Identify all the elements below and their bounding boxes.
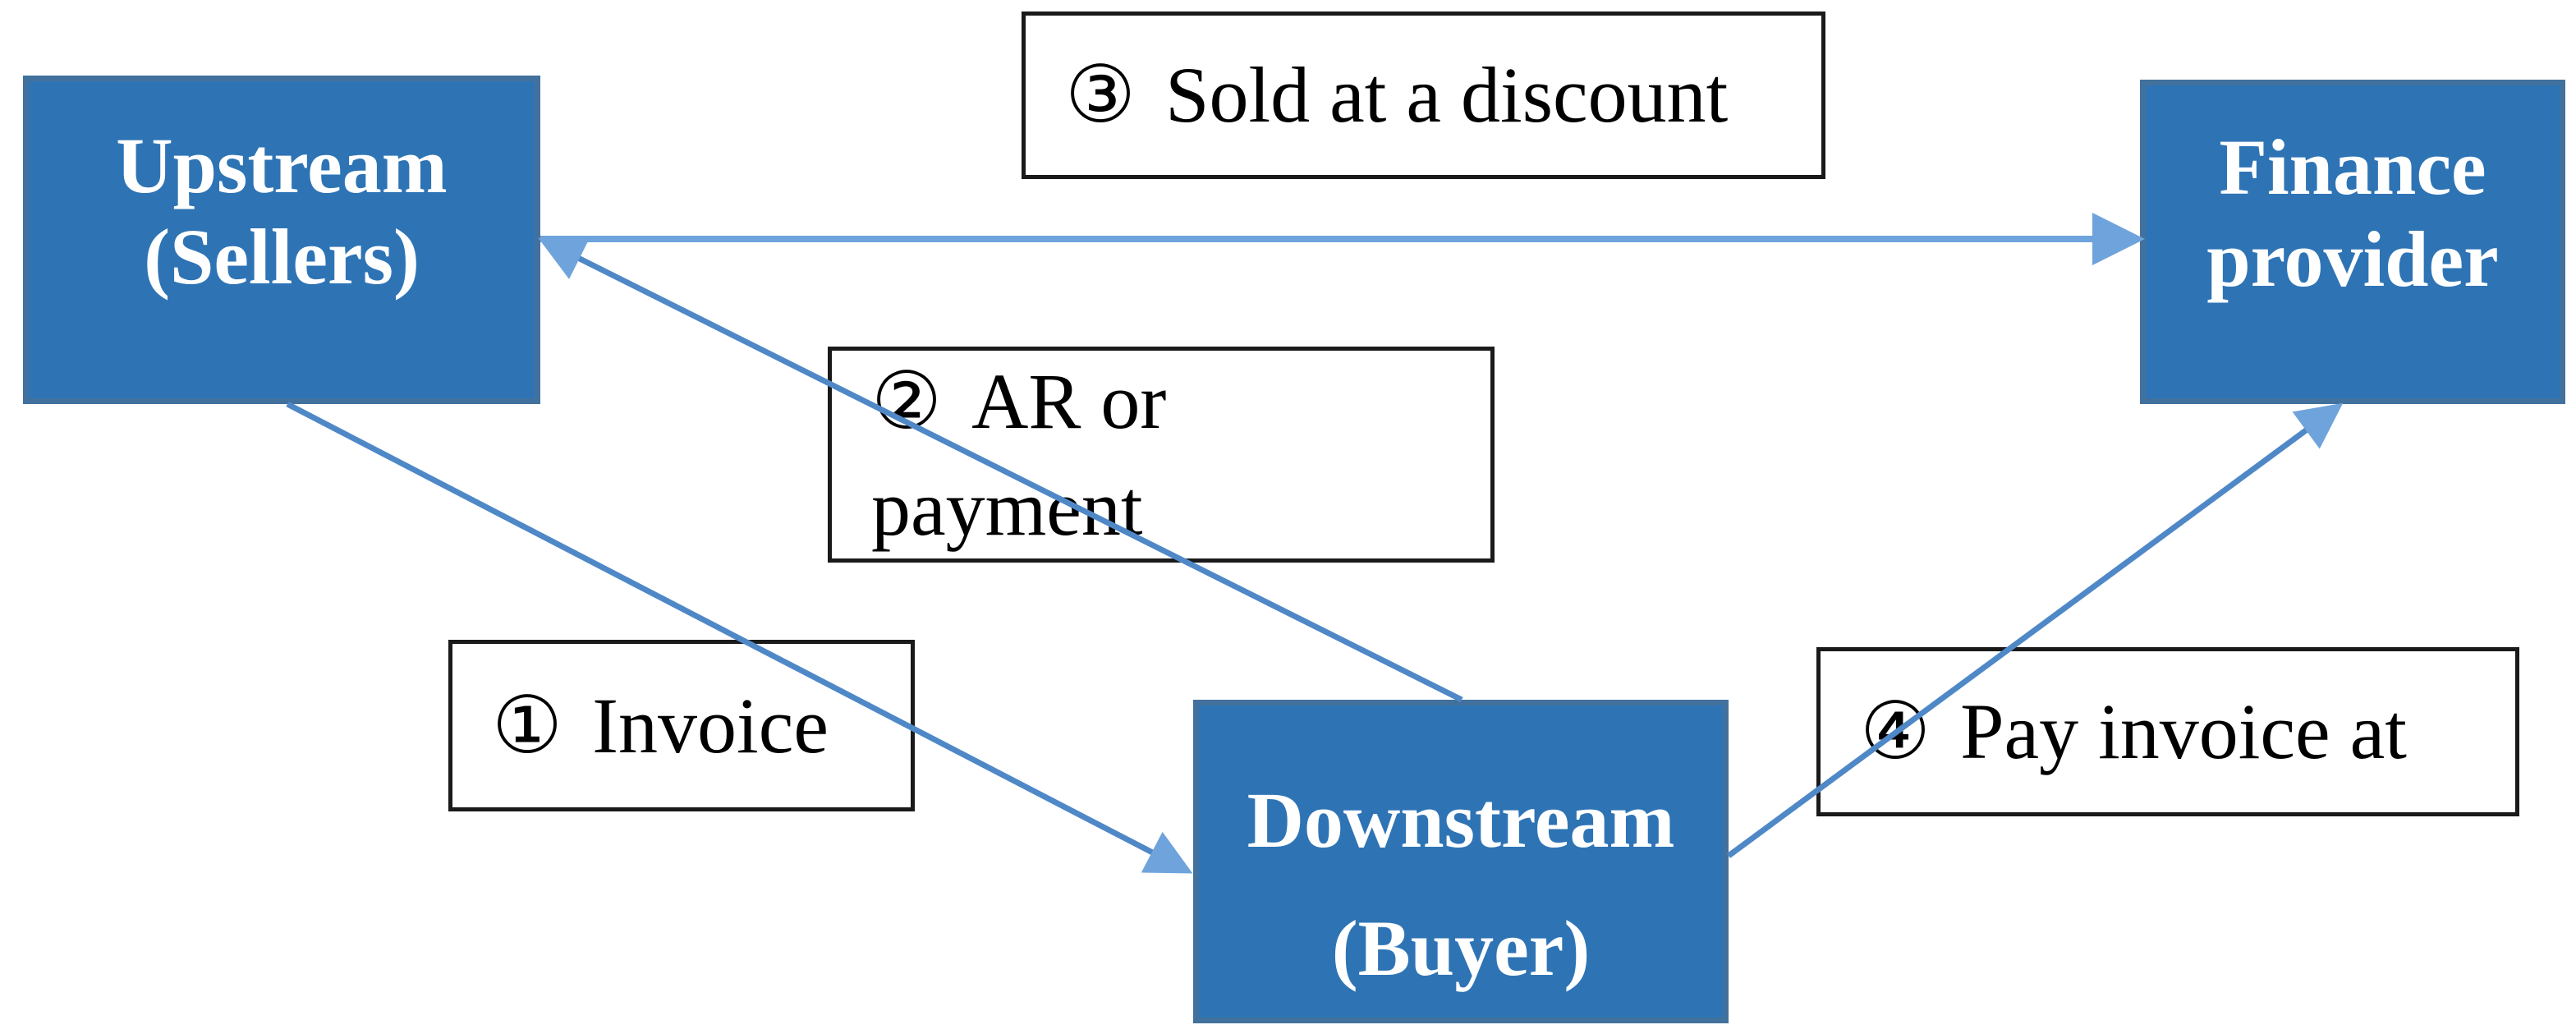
label-ar-or-payment-line2: payment xyxy=(871,463,1143,552)
node-downstream-line1: Downstream xyxy=(1247,775,1675,864)
circled-number-4-icon: ④ xyxy=(1860,685,1931,778)
node-finance-provider: Finance provider xyxy=(2140,80,2565,404)
node-finance-line2: provider xyxy=(2206,214,2499,303)
circled-number-3-icon: ③ xyxy=(1065,48,1136,141)
node-downstream-buyer: Downstream (Buyer) xyxy=(1193,700,1729,1023)
node-downstream-line2: (Buyer) xyxy=(1331,904,1591,992)
circled-number-1-icon: ① xyxy=(492,678,563,771)
node-upstream-line2: (Sellers) xyxy=(144,213,420,301)
node-finance-line1: Finance xyxy=(2219,123,2486,212)
node-upstream-sellers: Upstream (Sellers) xyxy=(23,76,540,404)
circled-number-2-icon: ② xyxy=(871,354,943,447)
node-upstream-line1: Upstream xyxy=(116,121,448,209)
